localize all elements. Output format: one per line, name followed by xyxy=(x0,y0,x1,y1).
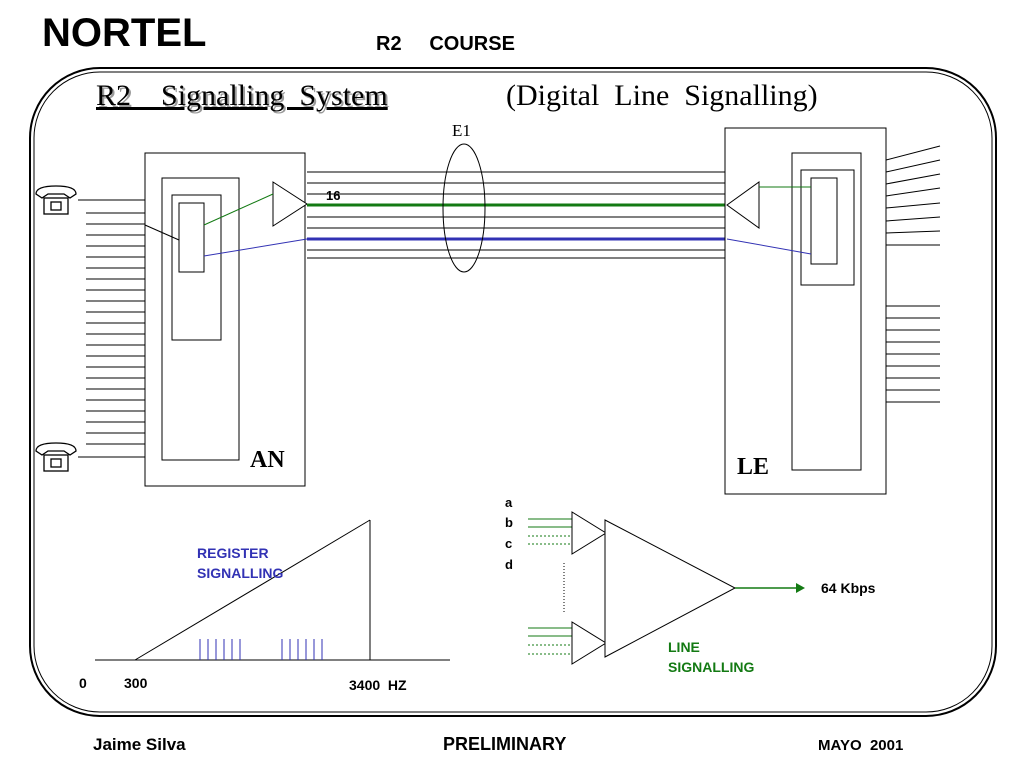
svg-text:d: d xyxy=(505,557,513,572)
an-node xyxy=(144,152,308,487)
rate-label: 64 Kbps xyxy=(821,580,876,596)
footer-status: PRELIMINARY xyxy=(443,734,566,754)
slide-title-shadow: R2 Signalling System xyxy=(98,81,390,114)
line-signalling-label: SIGNALLING xyxy=(668,659,754,675)
spectrum-graph xyxy=(95,519,450,661)
abcd-input-lines xyxy=(528,518,572,655)
freq-label-3400: 3400 HZ xyxy=(349,677,407,693)
freq-label-0: 0 xyxy=(79,675,87,691)
course-title: R2 COURSE xyxy=(376,33,515,55)
footer-author: Jaime Silva xyxy=(93,735,186,754)
an-label: AN xyxy=(250,447,285,473)
le-outgoing-lines xyxy=(885,145,941,403)
e1-trunk xyxy=(307,171,727,259)
abcd-input-buffer xyxy=(571,621,607,665)
slide-frame-inner xyxy=(33,71,993,713)
abcd-input-buffer xyxy=(571,511,607,555)
nortel-logo: NORTEL xyxy=(42,11,206,55)
footer-date: MAYO 2001 xyxy=(818,737,903,754)
slide-subtitle: (Digital Line Signalling) xyxy=(506,79,818,112)
le-node xyxy=(724,127,887,495)
register-signalling-label: REGISTER xyxy=(197,545,269,561)
svg-text:b: b xyxy=(505,515,513,530)
slide-title: R2 Signalling System xyxy=(96,79,388,112)
svg-text:c: c xyxy=(505,536,512,551)
telephone-icon xyxy=(35,442,77,472)
le-label: LE xyxy=(737,454,769,480)
register-signalling-label: SIGNALLING xyxy=(197,565,283,581)
subscriber-lines xyxy=(78,199,145,458)
e1-ellipse xyxy=(442,143,486,273)
abcd-bit-labels: a b c d xyxy=(505,495,513,572)
timeslot-16-label: 16 xyxy=(326,188,340,203)
e1-label: E1 xyxy=(452,121,471,140)
multiplexer-triangle xyxy=(604,519,737,658)
register-signalling-tones xyxy=(199,639,323,660)
arrow-head-icon xyxy=(796,583,805,593)
freq-label-300: 300 xyxy=(124,675,148,691)
svg-text:a: a xyxy=(505,495,513,510)
telephone-icon xyxy=(35,185,77,215)
slide-frame xyxy=(29,67,997,717)
line-signalling-label: LINE xyxy=(668,639,700,655)
